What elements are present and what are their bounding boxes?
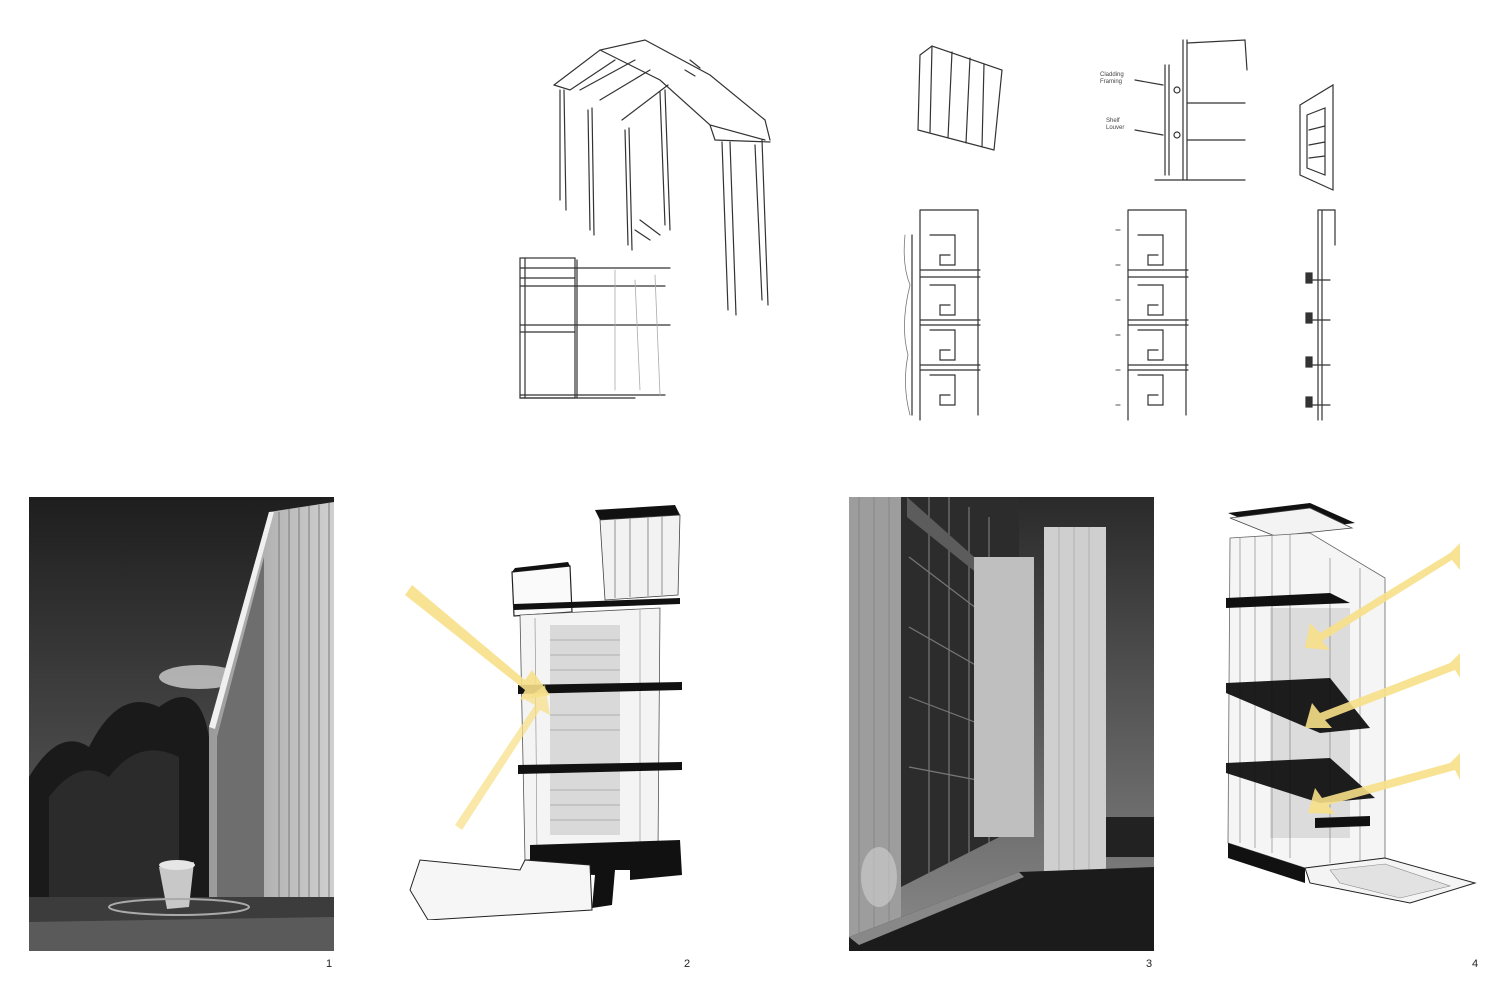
sketch-panel bbox=[912, 40, 1007, 155]
sun-arrow-4 bbox=[1305, 653, 1460, 728]
sketch-louver-section-3 bbox=[1300, 205, 1345, 425]
sketch-note-a-line1: Cladding bbox=[1100, 72, 1124, 78]
sketch-louver-section-1 bbox=[900, 205, 990, 425]
figure-number-4: 4 bbox=[1472, 958, 1479, 970]
photo-courtyard-pool bbox=[849, 497, 1154, 951]
sun-arrow-3 bbox=[1305, 543, 1460, 650]
figure-number-3: 3 bbox=[1146, 958, 1153, 970]
sketch-section-grid bbox=[515, 250, 680, 405]
sketch-note-a: Cladding Framing bbox=[1100, 72, 1124, 86]
sketch-note-b: Shelf Louver bbox=[1106, 118, 1124, 132]
sun-arrow-1 bbox=[405, 585, 550, 700]
sun-arrow-5 bbox=[1308, 753, 1460, 814]
sketch-louver-section-2 bbox=[1108, 205, 1198, 425]
sketch-perspective-frame bbox=[540, 30, 785, 320]
isometric-diagram-right bbox=[1210, 498, 1490, 918]
sketch-note-b-line1: Shelf bbox=[1106, 118, 1120, 124]
sketch-note-b-line2: Louver bbox=[1106, 125, 1125, 131]
sketch-annotated-section bbox=[1095, 35, 1255, 185]
isometric-diagram-left bbox=[400, 500, 690, 920]
sketch-note-a-line2: Framing bbox=[1100, 79, 1123, 85]
photo-building-facade bbox=[29, 497, 334, 951]
figure-number-2: 2 bbox=[684, 958, 691, 970]
sun-arrow-2 bbox=[455, 685, 550, 830]
figure-number-1: 1 bbox=[326, 958, 333, 970]
sketch-small-perspective bbox=[1295, 80, 1340, 195]
